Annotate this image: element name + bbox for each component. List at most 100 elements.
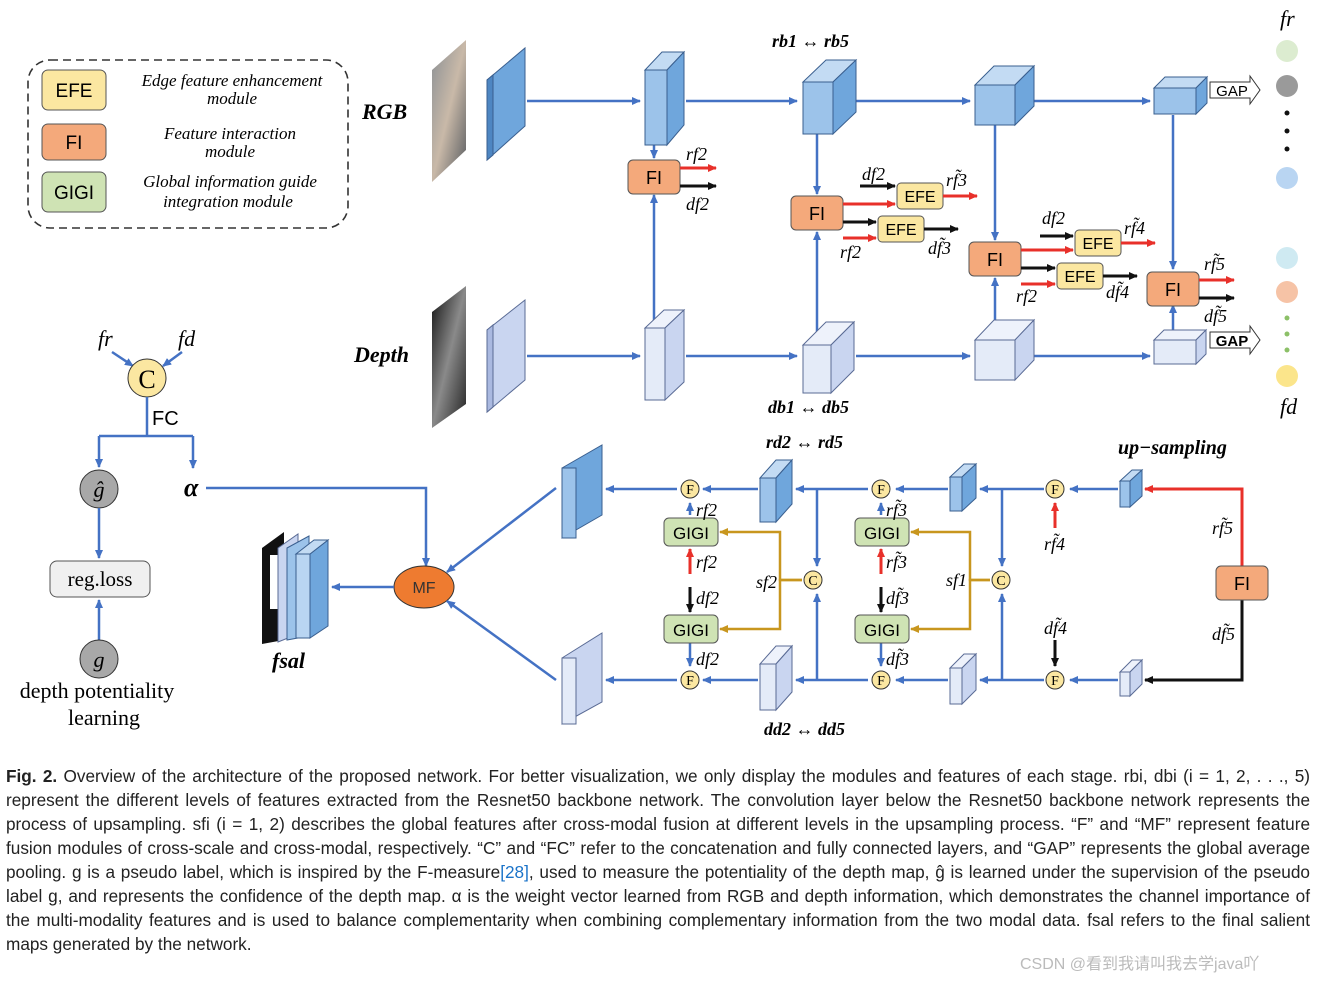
depth-block-5 xyxy=(1152,328,1208,366)
legend-box: EFE Edge feature enhancement module FI F… xyxy=(27,59,349,229)
fd-vector: fd xyxy=(1276,247,1298,419)
fuse-node-d2: F xyxy=(680,670,700,690)
fsal-label: fsal xyxy=(272,648,306,673)
depth-stream-label: Depth xyxy=(353,342,409,367)
mf-label: MF xyxy=(412,580,435,597)
svg-text:F: F xyxy=(1051,674,1059,689)
legend-efe-swatch xyxy=(41,69,107,111)
dec-rf5: rf̃5 xyxy=(1212,517,1233,538)
svg-text:F: F xyxy=(686,483,694,498)
fc-label: FC xyxy=(152,408,179,430)
dec-df3-bottom: df̃3 xyxy=(886,648,909,669)
legend-efe-desc-2: module xyxy=(207,89,258,108)
fuse-node-d4: F xyxy=(1045,670,1065,690)
citation-link[interactable]: [28] xyxy=(500,862,529,882)
svg-text:C: C xyxy=(996,574,1005,589)
svg-text:GIGI: GIGI xyxy=(673,524,709,543)
sf1-label: sf1 xyxy=(946,570,967,590)
fuse-node-r4: F xyxy=(1045,479,1065,499)
fuse-node-r3: F xyxy=(871,479,891,499)
rf3-label-s3: rf̃3 xyxy=(946,169,967,190)
caption-text: Overview of the architecture of the prop… xyxy=(6,766,1310,882)
rd-stage-label: rd2 ↔ rd5 xyxy=(766,432,843,452)
efe-module-depth-stage4: EFE xyxy=(1056,262,1104,290)
svg-text:FI: FI xyxy=(987,250,1003,270)
gigi-depth-stage3: GIGI xyxy=(854,614,910,644)
svg-text:EFE: EFE xyxy=(904,189,935,206)
svg-text:GIGI: GIGI xyxy=(864,524,900,543)
legend-efe-abbr: EFE xyxy=(56,81,93,102)
rb-stage-label: rb1 ↔ rb5 xyxy=(772,31,849,51)
df4-label-s4: df̃4 xyxy=(1106,281,1129,302)
df2-label-s4: df2 xyxy=(1042,208,1065,228)
svg-text:F: F xyxy=(877,674,885,689)
rgb-block-2 xyxy=(643,50,686,147)
gigi-rgb-stage2: GIGI xyxy=(663,517,719,547)
db-stage-label: db1 ↔ db5 xyxy=(768,397,849,417)
rgb-block-1 xyxy=(486,46,526,162)
fi-module-stage3: FI xyxy=(790,195,844,231)
dec-rf3-bottom: rf̃3 xyxy=(886,551,907,572)
efe-module-rgb-stage4: EFE xyxy=(1074,229,1122,257)
fi-module-stage2: FI xyxy=(627,159,681,195)
rgb-block-5 xyxy=(1152,75,1209,116)
fd-label: fd xyxy=(1280,394,1298,419)
alpha-label: α xyxy=(184,473,199,502)
depth-input-image xyxy=(432,286,466,428)
legend-fi-desc-1: Feature interaction xyxy=(163,124,296,143)
watermark: CSDN @看到我请叫我去学java吖 xyxy=(1016,950,1264,974)
fi-module-decoder: FI xyxy=(1215,565,1269,601)
g-label: g xyxy=(94,647,105,672)
rf2-label-s3: rf2 xyxy=(840,242,861,262)
df3-label-s3: df̃3 xyxy=(928,237,951,258)
svg-text:EFE: EFE xyxy=(1082,236,1113,253)
fi-module-stage4: FI xyxy=(968,241,1022,277)
efe-module-rgb-stage3: EFE xyxy=(896,182,944,210)
dec-df5: df̃5 xyxy=(1212,623,1235,644)
df5-label-s5: df̃5 xyxy=(1204,305,1227,326)
svg-text:F: F xyxy=(877,483,885,498)
reg-loss-box xyxy=(49,560,151,598)
dec-df4: df̃4 xyxy=(1044,617,1067,638)
legend-fi-abbr: FI xyxy=(66,133,83,154)
legend-fi-swatch xyxy=(41,123,107,161)
svg-text:FI: FI xyxy=(1165,280,1181,300)
svg-text:EFE: EFE xyxy=(1064,269,1095,286)
dec-rf2-top: rf2 xyxy=(696,500,717,520)
svg-text:FI: FI xyxy=(646,168,662,188)
fsal-output: fsal xyxy=(262,532,330,673)
depth-potentiality-title-1: depth potentiality xyxy=(20,678,175,703)
df2-label-s3: df2 xyxy=(862,164,885,184)
rgb-block-4 xyxy=(973,64,1036,127)
rgb-input-image xyxy=(432,40,466,182)
svg-text:FI: FI xyxy=(1234,574,1250,594)
svg-text:F: F xyxy=(1051,483,1059,498)
figure-caption: Fig. 2. Overview of the architecture of … xyxy=(6,764,1310,956)
decoder-depth-blocks xyxy=(561,632,1144,725)
svg-text:EFE: EFE xyxy=(885,222,916,239)
fr-label: fr xyxy=(1280,6,1295,31)
ghat-label: ĝ xyxy=(94,477,105,502)
fuse-node-d3: F xyxy=(871,670,891,690)
svg-text:C: C xyxy=(808,574,817,589)
depth-block-4 xyxy=(973,318,1036,382)
fr-vector: fr xyxy=(1276,6,1298,189)
depth-potentiality-branch: fr fd C FC ĝ α reg.loss g depth potentia… xyxy=(20,326,430,730)
legend-gigi-swatch xyxy=(41,171,107,213)
gigi-depth-stage2: GIGI xyxy=(663,614,719,644)
rgb-stream-label: RGB xyxy=(361,99,407,124)
depth-encoder-blocks xyxy=(486,298,1208,414)
legend-gigi-desc-1: Global information guide xyxy=(143,172,317,191)
dec-rf3-top: rf̃3 xyxy=(886,499,907,520)
branch-fd-label: fd xyxy=(178,326,196,351)
df2-label-s2: df2 xyxy=(686,194,709,214)
rgb-block-3 xyxy=(801,58,858,136)
gap-rgb-label: GAP xyxy=(1216,83,1248,100)
mf-module: MF xyxy=(393,565,455,609)
rf2-label-s4: rf2 xyxy=(1016,286,1037,306)
legend-efe-desc-1: Edge feature enhancement xyxy=(141,71,324,90)
dec-df3-top: df̃3 xyxy=(886,587,909,608)
concat-node-sf1: C xyxy=(991,570,1011,590)
dec-rf2-bottom: rf2 xyxy=(696,552,717,572)
depth-potentiality-title-2: learning xyxy=(68,705,140,730)
